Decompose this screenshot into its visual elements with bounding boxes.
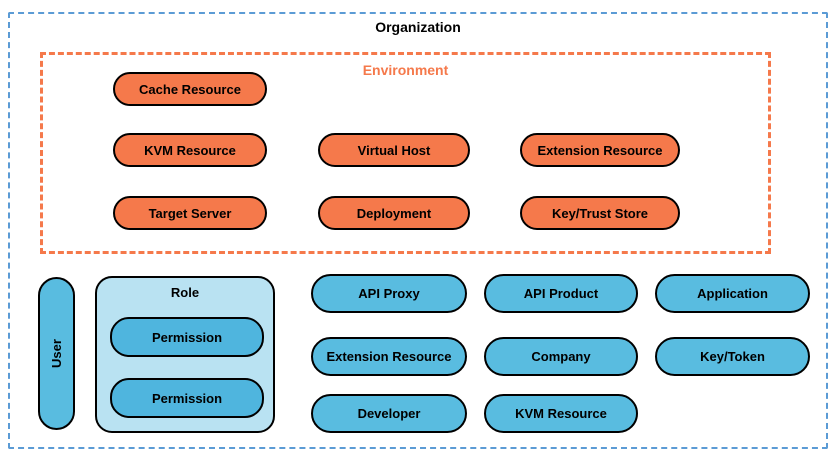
org-pill-extension-resource: Extension Resource [311, 337, 467, 376]
permission-pill-1: Permission [110, 317, 264, 357]
permission-pill-2: Permission [110, 378, 264, 418]
env-pill-target-server: Target Server [113, 196, 267, 230]
role-label: Role [170, 285, 200, 300]
env-pill-virtual-host: Virtual Host [318, 133, 470, 167]
organization-label: Organization [375, 19, 461, 35]
user-label: User [48, 339, 64, 368]
env-pill-deployment: Deployment [318, 196, 470, 230]
org-pill-company: Company [484, 337, 638, 376]
env-pill-key-trust-store: Key/Trust Store [520, 196, 680, 230]
env-pill-cache-resource: Cache Resource [113, 72, 267, 106]
environment-label: Environment [362, 62, 449, 78]
role-container: Role Permission Permission [95, 276, 275, 433]
org-pill-api-product: API Product [484, 274, 638, 313]
environment-boundary [40, 52, 771, 254]
org-pill-kvm-resource: KVM Resource [484, 394, 638, 433]
org-pill-api-proxy: API Proxy [311, 274, 467, 313]
org-pill-developer: Developer [311, 394, 467, 433]
env-pill-extension-resource: Extension Resource [520, 133, 680, 167]
user-pill: User [38, 277, 75, 430]
org-pill-application: Application [655, 274, 810, 313]
org-pill-key-token: Key/Token [655, 337, 810, 376]
organization-boundary [8, 12, 828, 449]
env-pill-kvm-resource: KVM Resource [113, 133, 267, 167]
